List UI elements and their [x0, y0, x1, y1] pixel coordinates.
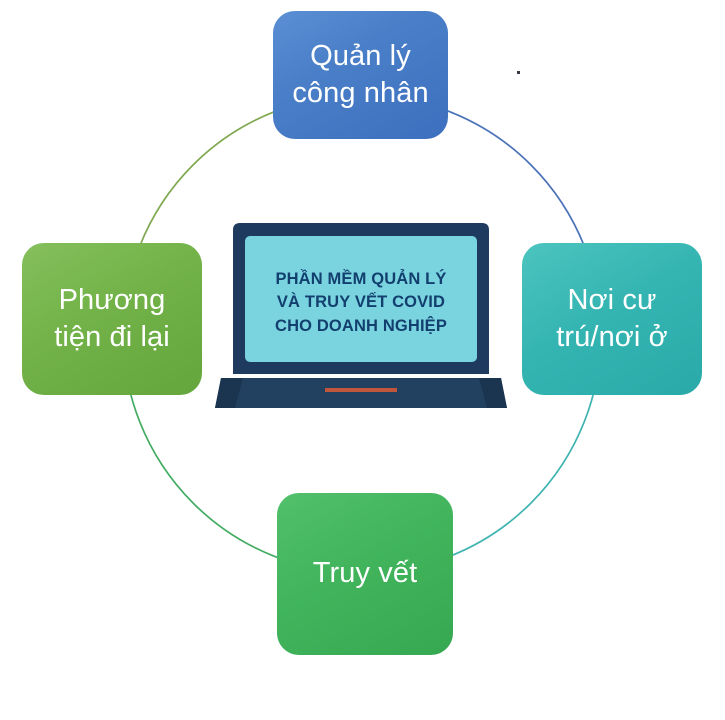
laptop-icon [215, 222, 507, 418]
node-label-tracing: Truy vết [312, 557, 418, 590]
node-truy-vet[interactable]: Truy vết [277, 493, 453, 655]
laptop-trackpad-stripe [325, 388, 397, 392]
laptop-base [215, 378, 507, 408]
node-phuong-tien-di-lai[interactable]: Phương tiện đi lại [22, 243, 202, 395]
node-label-workers: Quản lý công nhân [292, 39, 429, 109]
laptop-base-bevel-right [479, 378, 507, 408]
laptop-base-bevel-left [215, 378, 243, 408]
speck-artifact [517, 71, 520, 74]
node-noi-cu-tru[interactable]: Nơi cư trú/nơi ở [522, 243, 702, 395]
laptop-screen [245, 236, 477, 362]
node-quan-ly-cong-nhan[interactable]: Quản lý công nhân [273, 11, 448, 139]
node-label-transport: Phương tiện đi lại [54, 283, 170, 353]
node-label-residence: Nơi cư trú/nơi ở [556, 283, 668, 353]
center-title-text: PHẦN MỀM QUẢN LÝ VÀ TRUY VẾT COVID CHO D… [275, 270, 447, 335]
